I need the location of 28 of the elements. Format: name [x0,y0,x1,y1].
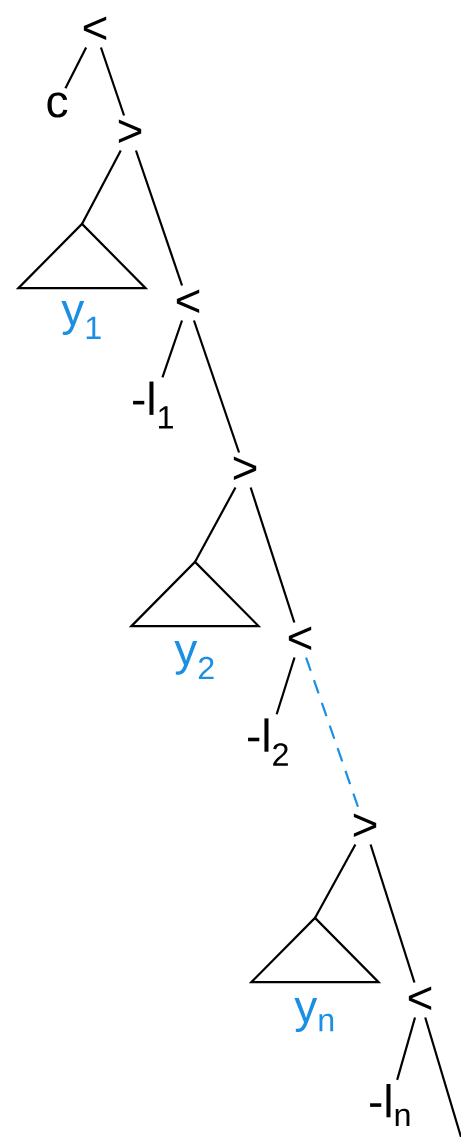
comparison-symbol: < [83,16,107,40]
tree-edge [314,844,357,919]
tree-edge [194,487,237,563]
tree-edge [369,844,416,983]
comparison-symbol: < [408,986,432,1010]
node-label: -l$_{1}$ [133,381,173,429]
tree-edge [275,657,296,715]
node-label: y$_{2}$ [174,640,214,680]
comparison-symbol: > [233,456,257,480]
comparison-symbol: > [353,813,377,837]
comparison-symbol: < [288,626,312,650]
tree-edge [99,47,126,116]
tree-edge [81,150,122,225]
node-label: -l$_{2}$ [248,718,288,766]
node-label: c [47,92,68,118]
tree-edge [305,657,360,810]
node-label: -l$_{n}$ [370,1083,410,1127]
comparison-symbol: < [176,289,200,313]
tree-edge [249,487,296,623]
node-label: y$_{1}$ [61,301,101,339]
node-label: y$_{n}$ [294,998,334,1032]
tree-edge [424,1017,461,1137]
tree-edge [134,150,184,286]
comparison-symbol: > [118,119,142,143]
tree-edge [396,1017,417,1081]
tree-edge [161,320,184,378]
tree-edge [192,320,241,453]
tree-edge [64,47,88,89]
